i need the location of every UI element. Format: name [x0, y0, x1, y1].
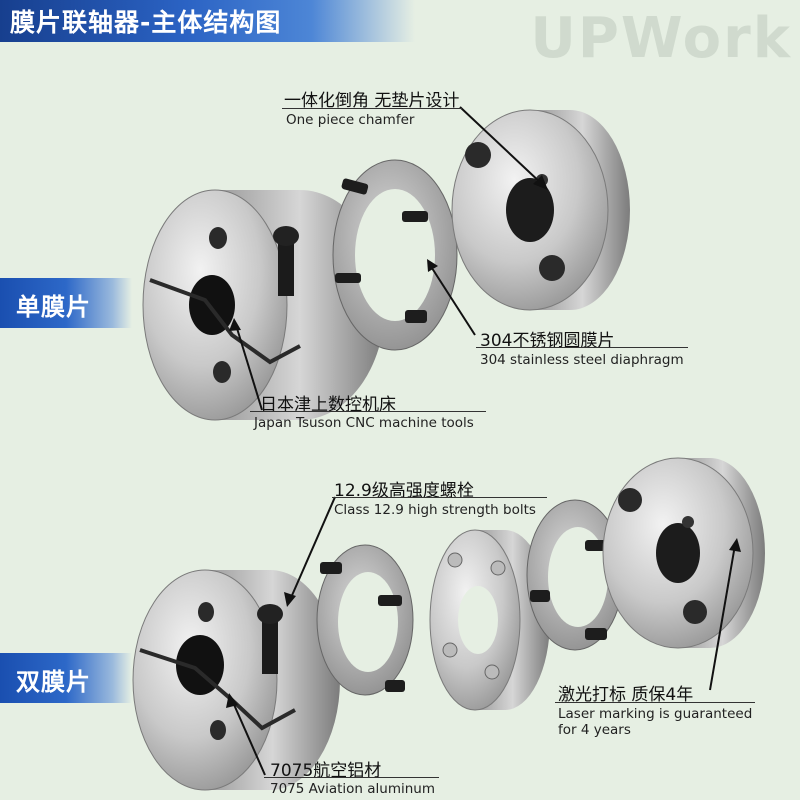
callout-bolts-rule [332, 497, 547, 498]
double-socket-screw [257, 604, 283, 674]
double-left-hub [132, 569, 340, 791]
leader-arrows [226, 175, 741, 708]
title-bar [0, 0, 415, 42]
callout-chamfer-zh: 一体化倒角 无垫片设计 [284, 91, 460, 111]
single-right-hub [451, 109, 630, 311]
callout-chamfer-en: One piece chamfer [286, 112, 415, 128]
callout-laser-en1: Laser marking is guaranteed [558, 706, 753, 722]
double-right-hub [602, 457, 765, 649]
callout-tsuson-en: Japan Tsuson CNC machine tools [254, 415, 474, 431]
callout-bolts-zh: 12.9级高强度螺栓 [334, 481, 474, 501]
callout-steel-zh: 304不锈钢圆膜片 [480, 331, 615, 351]
callout-aluminum-en: 7075 Aviation aluminum [270, 781, 435, 797]
callout-steel-en: 304 stainless steel diaphragm [480, 352, 684, 368]
page-title: 膜片联轴器-主体结构图 [10, 8, 282, 37]
callout-tsuson-rule [250, 411, 486, 412]
callout-aluminum-zh: 7075航空铝材 [270, 761, 382, 781]
callout-aluminum-rule [264, 777, 439, 778]
section-tag-single: 单膜片 [0, 278, 132, 328]
double-diaphragm-left [316, 544, 414, 696]
callout-laser-zh: 激光打标 质保4年 [558, 685, 694, 705]
callout-laser-rule [555, 702, 755, 703]
section-label-double: 双膜片 [16, 668, 91, 696]
callout-tsuson-zh: 日本津上数控机床 [260, 395, 396, 415]
callout-steel-rule [476, 347, 688, 348]
single-socket-screw [273, 226, 299, 296]
watermark-logo: UPWork [530, 6, 792, 71]
section-tag-double: 双膜片 [0, 653, 132, 703]
callout-laser-en2: for 4 years [558, 722, 631, 738]
callout-chamfer-rule [282, 108, 462, 109]
leader-lines [231, 106, 736, 776]
callout-bolts-en: Class 12.9 high strength bolts [334, 502, 536, 518]
section-label-single: 单膜片 [16, 293, 91, 321]
single-diaphragm [332, 159, 458, 351]
